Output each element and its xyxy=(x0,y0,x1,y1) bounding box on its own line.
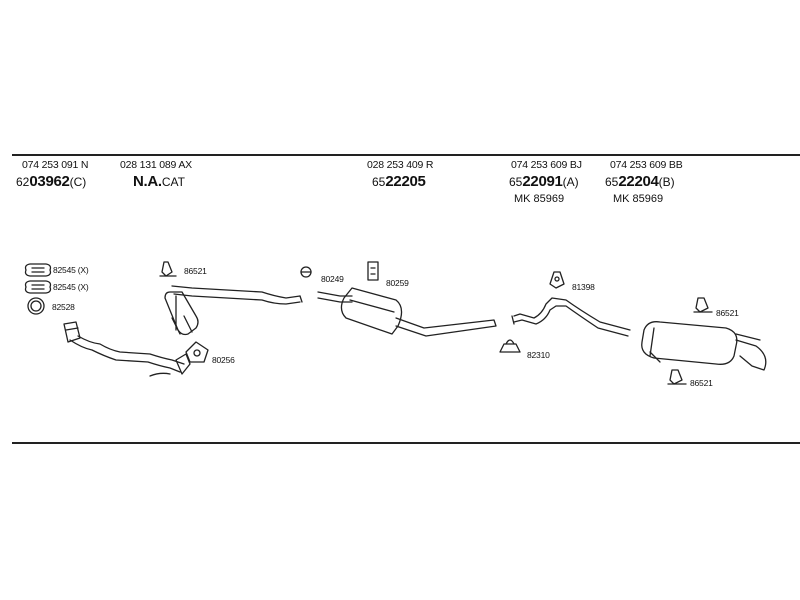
callout-82545-b: 82545 (X) xyxy=(53,282,89,292)
callout-80256: 80256 xyxy=(212,355,235,365)
middle-muffler-icon xyxy=(317,287,497,337)
callout-80259: 80259 xyxy=(386,278,409,288)
rear-muffler-icon xyxy=(641,321,767,371)
catalyst-pipe-icon xyxy=(164,285,303,336)
hanger-81398-icon xyxy=(549,271,565,289)
clamp-82545-a-icon xyxy=(24,263,52,277)
gasket-ring-82528-icon xyxy=(27,297,45,315)
part-mk-5: MK 85969 xyxy=(613,193,664,205)
part-ref-1: 074 253 091 N xyxy=(22,159,89,171)
part-code-4: 6522091(A) xyxy=(509,173,579,190)
hanger-86521-a-icon xyxy=(159,261,177,277)
hanger-86521-b-icon xyxy=(693,297,713,313)
part-ref-2: 028 131 089 AX xyxy=(120,159,192,171)
part-code-2: N.A.CAT xyxy=(133,173,185,190)
part-ref-5: 074 253 609 BB xyxy=(610,159,683,171)
rear-pipe-icon xyxy=(511,297,631,337)
callout-86521-a: 86521 xyxy=(184,266,207,276)
hanger-80259-icon xyxy=(367,261,379,281)
part-ref-4: 074 253 609 BJ xyxy=(511,159,582,171)
callout-86521-b: 86521 xyxy=(716,308,739,318)
callout-80249: 80249 xyxy=(321,274,344,284)
clamp-82545-b-icon xyxy=(24,280,52,294)
callout-82545-a: 82545 (X) xyxy=(53,265,89,275)
part-code-1: 6203962(C) xyxy=(16,173,87,190)
part-ref-3: 028 253 409 R xyxy=(367,159,434,171)
clamp-80249-icon xyxy=(300,266,312,278)
flange-80256-icon xyxy=(185,341,209,363)
part-code-3: 6522205 xyxy=(372,173,426,190)
bottom-divider-line xyxy=(12,442,800,444)
callout-82528: 82528 xyxy=(52,302,75,312)
hanger-86521-c-icon xyxy=(667,369,687,385)
callout-82310: 82310 xyxy=(527,350,550,360)
front-pipe-icon xyxy=(63,321,191,377)
callout-81398: 81398 xyxy=(572,282,595,292)
part-code-5: 6522204(B) xyxy=(605,173,675,190)
clamp-82310-icon xyxy=(499,339,521,353)
callout-86521-c: 86521 xyxy=(690,378,713,388)
part-mk-4: MK 85969 xyxy=(514,193,565,205)
top-divider-line xyxy=(12,154,800,156)
